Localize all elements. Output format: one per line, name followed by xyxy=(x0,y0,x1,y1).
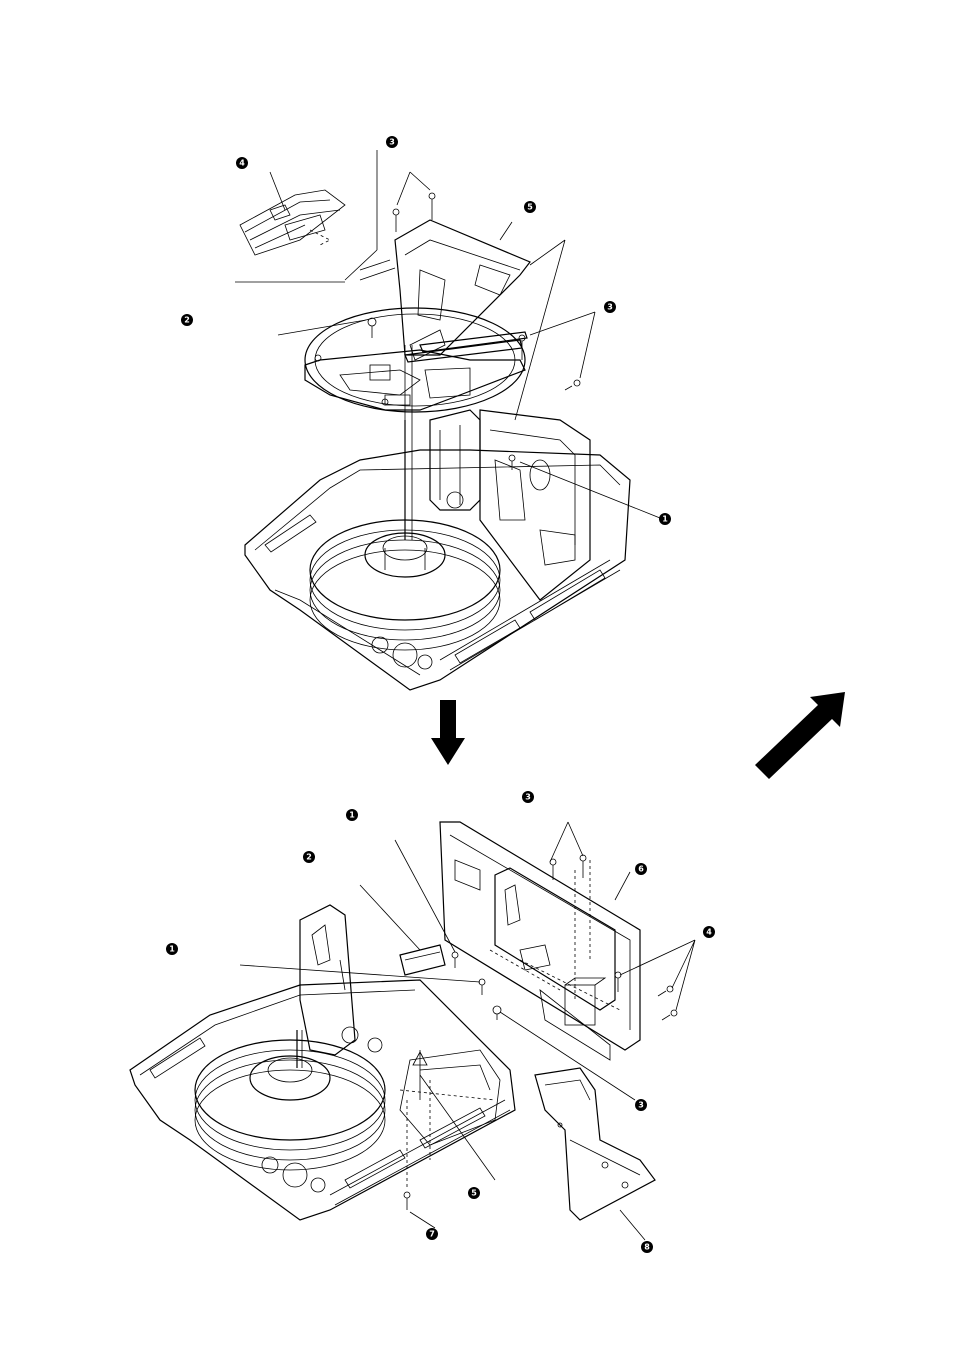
svg-text:8: 8 xyxy=(644,1243,650,1252)
svg-text:1: 1 xyxy=(662,515,668,524)
screw-icon xyxy=(368,318,376,338)
callout-bot-1b: 1 xyxy=(166,943,178,955)
svg-text:7: 7 xyxy=(429,1230,435,1239)
arrow-down-icon xyxy=(431,700,465,765)
screw-icon xyxy=(493,1006,501,1020)
callout-bot-2: 2 xyxy=(303,851,315,863)
callout-bot-3b: 3 xyxy=(635,1099,647,1111)
callout-top-1: 1 xyxy=(659,513,671,525)
screw-icon xyxy=(393,209,399,232)
svg-text:2: 2 xyxy=(306,853,312,862)
callout-bot-6: 6 xyxy=(635,863,647,875)
screw-icon xyxy=(429,193,435,220)
svg-text:3: 3 xyxy=(525,793,531,802)
callout-bot-1a: 1 xyxy=(346,809,358,821)
callout-bot-8: 8 xyxy=(641,1241,653,1253)
svg-text:4: 4 xyxy=(706,928,712,937)
callout-top-3b: 3 xyxy=(604,301,616,313)
callout-bot-5: 5 xyxy=(468,1187,480,1199)
svg-text:4: 4 xyxy=(239,159,245,168)
callout-top-5: 5 xyxy=(524,201,536,213)
callout-bot-7: 7 xyxy=(426,1228,438,1240)
callout-top-3a: 3 xyxy=(386,136,398,148)
screw-icon xyxy=(479,979,485,995)
callout-bot-3a: 3 xyxy=(522,791,534,803)
screw-icon xyxy=(452,952,458,968)
svg-text:3: 3 xyxy=(607,303,613,312)
svg-text:2: 2 xyxy=(184,316,190,325)
svg-text:1: 1 xyxy=(169,945,175,954)
svg-text:3: 3 xyxy=(638,1101,644,1110)
screw-icon xyxy=(404,1192,410,1210)
svg-text:5: 5 xyxy=(471,1189,477,1198)
callout-bot-4: 4 xyxy=(703,926,715,938)
svg-text:1: 1 xyxy=(349,811,355,820)
screw-icon xyxy=(658,986,673,996)
callout-top-4: 4 xyxy=(236,157,248,169)
svg-text:3: 3 xyxy=(389,138,395,147)
screw-icon xyxy=(565,380,580,390)
bottom-assembly-drawing: 3 1 2 6 4 1 3 5 xyxy=(130,791,715,1253)
top-assembly-drawing: 3 4 5 2 3 1 xyxy=(181,136,671,690)
screw-icon xyxy=(580,855,586,878)
callout-top-2: 2 xyxy=(181,314,193,326)
svg-text:6: 6 xyxy=(638,865,644,874)
screw-icon xyxy=(662,1010,677,1020)
svg-text:5: 5 xyxy=(527,203,533,212)
arrow-up-right-icon xyxy=(755,692,845,779)
